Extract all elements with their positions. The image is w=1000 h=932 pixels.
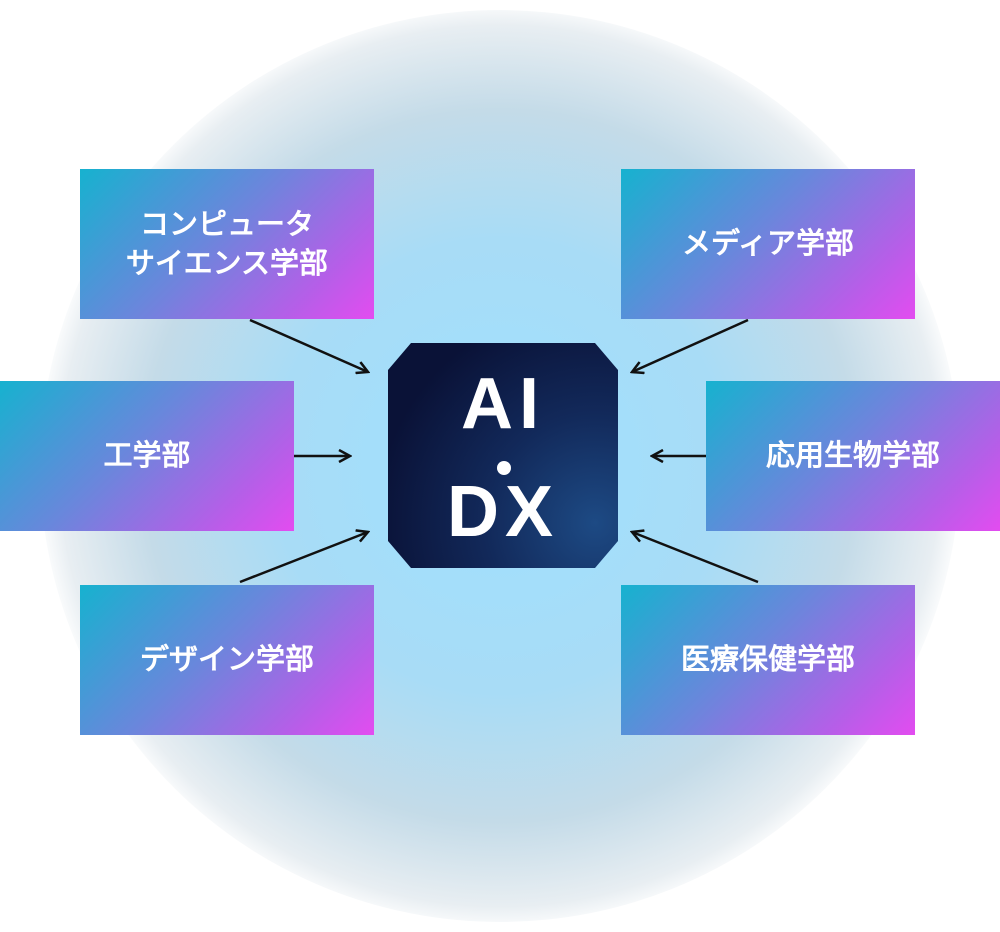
arrow-design — [239, 532, 368, 584]
arrow-media — [632, 318, 749, 372]
dept-health-sciences: 医療保健学部 — [621, 585, 915, 735]
dept-design: デザイン学部 — [80, 585, 374, 735]
ai-dx-chip: AI DX — [388, 343, 618, 568]
chip-label-ai: AI — [461, 364, 545, 444]
dept-computer-science: コンピュータ サイエンス学部 — [80, 169, 374, 319]
chip-dot — [497, 461, 511, 475]
chip-label-dx: DX — [446, 472, 560, 552]
dept-label: メディア学部 — [682, 226, 854, 261]
dept-label: 医療保健学部 — [680, 642, 855, 677]
arrow-health-sciences — [632, 532, 759, 584]
dept-label: デザイン学部 — [139, 642, 314, 677]
dept-label-line2: サイエンス学部 — [125, 246, 329, 280]
dept-label: 工学部 — [103, 438, 191, 473]
dept-applied-biology: 応用生物学部 — [706, 381, 1000, 531]
dept-engineering: 工学部 — [0, 381, 294, 531]
dept-media: メディア学部 — [621, 169, 915, 319]
arrow-computer-science — [249, 318, 368, 372]
dept-label: 応用生物学部 — [765, 438, 940, 473]
dept-label-line1: コンピュータ — [139, 206, 314, 241]
